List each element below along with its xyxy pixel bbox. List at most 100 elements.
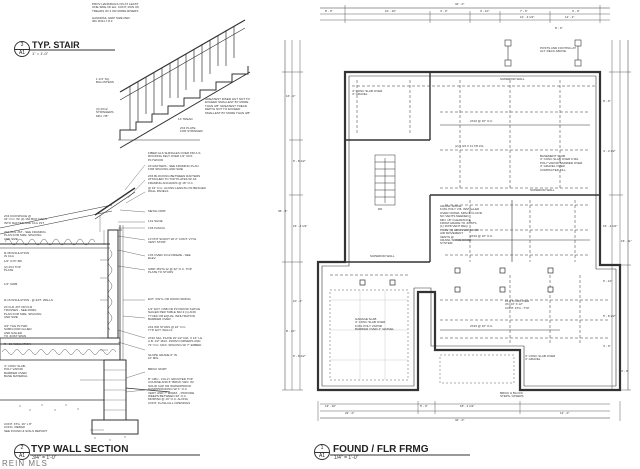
found-dim-right-3: 16' - 4 1/2" — [603, 224, 618, 228]
wall-detail-number: 2 — [15, 445, 29, 453]
title-underlines — [30, 49, 470, 456]
found-label-porch: 4" CONC SLAB OVER 4" GRAVEL — [352, 89, 383, 97]
found-label-brick: BRICK & BLOCK STEPS / RISERS — [500, 391, 524, 399]
found-label-pier: 16 X 8 CMU PIER ON 24" X 12" CONT. FTG -… — [505, 299, 530, 310]
found-dim-bottom-4: 22' - 0" — [345, 411, 355, 415]
wall-note-grade: SLOPE GRADE 6" IN 10' MIN. — [148, 353, 177, 361]
wall-note-kickspace: 2X4 KICKSPACE @ 32" O.C. W/ (2) 16d BOX … — [4, 214, 47, 225]
found-dim-top-1: 8' - 0" — [325, 9, 333, 13]
wall-note-drip: METAL DRIP — [148, 209, 166, 213]
stair-note-handrails: PROV HANDRAILS ON AT LEAST ONE SIDE OF E… — [92, 2, 140, 13]
wall-note-r38: R-38 INSULATION IN CLG — [4, 251, 30, 259]
found-label-garage: GARAGE SLAB 4" CONC SLAB OVER 6 MIL POLY… — [355, 317, 395, 332]
found-dim-bottom-3: 18' - 2 1/2" — [460, 404, 475, 408]
wall-note-gyp: 1/2" GYP. BD. — [4, 259, 23, 263]
wall-note-r19: R - 19 INSULATION — [4, 342, 31, 346]
wall-note-flr-jst: 2X FLR JST OR FLR TRUSSES - SEE FRMG PLA… — [4, 305, 42, 320]
wall-note-gwb: 1/2" GWB — [4, 282, 18, 286]
stair-note-plate: 2X4 PLATE FOR STRINGER — [180, 126, 203, 134]
stair-sheet-ref: A1 — [18, 50, 26, 56]
stair-scale: 1" = 1'-0" — [32, 51, 49, 56]
wall-note-r16: R-16 INSULATION - @ EXT. WALLS — [4, 298, 53, 302]
wall-note-soffit: 1X PNT SOFFIT W/ 2" CONT. VYNL VENT STRI… — [148, 237, 197, 245]
found-label-superior-2: SUPERIOR WALL — [530, 188, 555, 192]
found-sheet-ref: A1 — [318, 453, 326, 459]
wall-note-braced: @ 16" O.C. ALONG LENGTH OF BRACED WALL P… — [148, 186, 206, 194]
found-label-superior-3: SUPERIOR WALL — [370, 254, 395, 258]
stair-note-balusters: 1 1/4" SQ. BALUSTERS — [96, 77, 114, 85]
stair-note-tread: 1X TREAD — [178, 117, 193, 121]
found-label-joists-2: 2X10 @ 16" O.C. — [470, 234, 494, 238]
wall-sheet-ref: A1 — [18, 453, 26, 459]
wall-note-shingles: FIBER GLS SHINGLES OVER 15# A.S. ROOFING… — [148, 151, 202, 162]
wall-note-subfloor: 3/4" T&G PLYWD SUBFLOOR GLUED AND NAILED… — [4, 324, 32, 339]
found-dim-overall-left: 36' - 8" — [278, 209, 288, 213]
found-dim-right-4: 6' - 10" — [603, 279, 613, 283]
wall-note-top-plate: (2) 2X4 TOP PLATE — [4, 265, 21, 273]
wall-note-frieze: 1X6 OVER 1X12 FRIEZE - SEE ELEV. — [148, 253, 191, 261]
found-dim-top-3: 4' - 0" — [440, 9, 448, 13]
stair-note-grip: HANDRAIL GRIP SIZE PER IRC R311.7.8.3 — [92, 16, 130, 24]
found-label-dn: DN — [378, 207, 383, 211]
found-label-joists-1: 2X10 @ 16" O.C. — [470, 119, 494, 123]
found-detail-bubble: 1 A1 — [314, 444, 330, 460]
wall-note-blocking: 2X6 BLOCKING BETWEEN RAFTERS ATTACHED TO… — [148, 174, 201, 185]
found-scale: 1/4" = 1'-0" — [334, 455, 359, 461]
found-dim-overall-bottom: 34' - 0" — [455, 418, 465, 422]
found-dim-right-6: 4' - 0" — [603, 344, 611, 348]
found-dim-top-2: 10' - 10" — [385, 9, 396, 13]
stair-detail-number: 3 — [15, 42, 29, 50]
stair-note-riser: GREATEST RISER HGT NOT TO EXCEED SMALLES… — [205, 97, 251, 115]
found-dim-left-3: 16' - 4 1/2" — [293, 224, 308, 228]
stair-note-stringers: (3) 2X12 STRINGERS MIN. 7/8" — [96, 107, 114, 118]
found-dim-right-1: 8' - 0" — [603, 99, 611, 103]
wall-note-sheathing: 1/2" EXT. OSB OR PLYWOOD SHTHG NAILED PE… — [148, 307, 201, 322]
found-dim-left-4: 10' - 2" — [293, 299, 303, 303]
found-dim-bottom-2: 5' - 0" — [420, 404, 428, 408]
stair-detail-bubble: 3 A1 — [14, 41, 30, 57]
stair-detail — [118, 19, 251, 149]
wall-note-sill: 2X10 SILL PLATE W/ 1/2" DIA. X 16" LG A.… — [148, 336, 203, 347]
found-dim-overall-top: 34' - 0" — [455, 2, 465, 6]
found-dim-left-7: 8' - 10" — [286, 329, 296, 333]
found-dim-bottom-5: 12' - 0" — [560, 411, 570, 415]
found-title: FOUND / FLR FRMG — [333, 444, 429, 455]
wall-note-siding: EXT. VINYL OR WOOD SIDING — [148, 297, 191, 301]
wall-note-rafters: 2X RAFTERS - SEE FRAMING PLAN FOR SPACIN… — [148, 164, 199, 172]
found-dim-left-2: 6' - 8 1/2" — [293, 159, 306, 163]
found-label-posts: POSTS AND FOOTING AT ALT. DECK ABOVE — [540, 46, 576, 54]
wall-note-slab: 4" CONC SLAB, POLY VAPOR BARRIER OVER BA… — [4, 364, 28, 379]
found-label-porch-slab: 4" CONC SLAB OVER 4" GRAVEL — [525, 354, 556, 362]
wall-note-msta: SIMP. MSTA 12 @ 32" O.C. TOP PLATE TO ST… — [148, 267, 192, 275]
found-dim-left-5: 5' - 8 1/2" — [293, 354, 306, 358]
wall-note-clg-jst: 2X4 CLG JST - SEE FRAMING PLAN FOR SIZE,… — [4, 230, 46, 241]
found-dim-right-5: 5' - 8 1/2" — [603, 314, 616, 318]
found-dim-top-5: 7' - 6" — [520, 9, 528, 13]
found-dim-top-9: 8' - 0" — [555, 26, 563, 30]
wall-note-brick-skirt: BRICK SKIRT — [148, 367, 167, 371]
wall-note-studs: 2X4 WD STUDS @ 16" O.C. TYP. EXT. WALLS — [148, 325, 187, 333]
found-dim-top-7: 12' - 3 1/2" — [520, 15, 535, 19]
found-dim-top-6: 3' - 0" — [572, 9, 580, 13]
wall-scale: 3/4" = 1'-0" — [32, 455, 57, 461]
watermark: REIN MLS — [2, 459, 48, 468]
found-label-crawl: CRAWL SPACE 6 MIL POLY V.B. INSTALLED OV… — [440, 204, 482, 246]
wall-note-footing: CONT. FTG. 16" x 8" CONC. REBAR SEE FOUN… — [4, 422, 48, 433]
found-dim-left-1: 16' - 0" — [286, 94, 296, 98]
wall-note-shoe: 1X2 SHOE — [148, 219, 163, 223]
found-dim-right-7: 15' - 11" — [621, 239, 632, 243]
wall-title: TYP WALL SECTION — [31, 444, 129, 455]
found-dim-right-2: 4' - 3 1/2" — [603, 149, 616, 153]
wall-section — [0, 164, 171, 441]
wall-note-fascia: 1X6 FASCIA — [148, 226, 165, 230]
found-dim-bottom-1: 13' - 10" — [325, 404, 336, 408]
found-label-basement: BASEMENT SLAB 4" CONC SLAB OVER 6 MIL PO… — [540, 154, 583, 172]
found-detail-number: 1 — [315, 445, 329, 453]
found-dim-top-8: 12' - 2" — [565, 15, 575, 19]
found-label-superior-1: SUPERIOR WALL — [500, 77, 525, 81]
foundation-plan — [282, 5, 631, 421]
found-label-joists-3: 2X10 @ 16" O.C. — [470, 324, 494, 328]
wall-detail-bubble: 2 A1 — [14, 444, 30, 460]
found-dim-top-4: 3' - 10" — [480, 9, 490, 13]
